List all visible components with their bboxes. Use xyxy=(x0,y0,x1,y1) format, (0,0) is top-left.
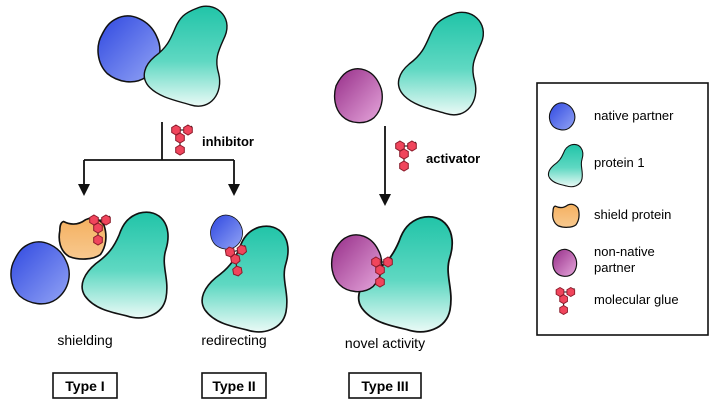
legend-item-shield-protein: shield protein xyxy=(552,203,671,228)
activator-label: activator xyxy=(426,151,480,166)
type-2-description: redirecting xyxy=(201,332,266,348)
type-3-complex xyxy=(330,215,454,333)
legend-label-native-partner: native partner xyxy=(594,108,674,123)
legend-label-non-native-line2: partner xyxy=(594,260,636,275)
legend-item-molecular-glue: molecular glue xyxy=(555,286,679,316)
non-native-partner-shape xyxy=(333,68,383,124)
type-3-description: novel activity xyxy=(345,335,425,351)
type-1-badge-label: Type I xyxy=(65,378,104,394)
type-2-badge-label: Type II xyxy=(212,378,255,394)
non-native-pair-top xyxy=(333,11,485,124)
native-partner-shape xyxy=(210,214,243,250)
inhibitor-label: inhibitor xyxy=(202,134,254,149)
non-native-partner-icon xyxy=(552,248,578,277)
legend: native partner protein 1 shield protein … xyxy=(536,82,709,336)
protein-1-shape xyxy=(143,5,228,107)
type-2-badge: Type II xyxy=(201,372,267,399)
legend-label-protein-1: protein 1 xyxy=(594,155,645,170)
type-2-complex xyxy=(201,214,289,333)
type-1-complex xyxy=(10,211,169,319)
type-1-description: shielding xyxy=(57,332,112,348)
shield-protein-icon xyxy=(552,203,580,228)
legend-item-non-native-partner: non-native partner xyxy=(552,244,655,277)
legend-label-molecular-glue: molecular glue xyxy=(594,292,679,307)
native-partner-icon xyxy=(548,102,576,131)
legend-label-non-native-line1: non-native xyxy=(594,244,655,259)
type-3-badge-label: Type III xyxy=(361,378,408,394)
legend-item-native-partner: native partner xyxy=(548,102,674,131)
type-1-badge: Type I xyxy=(52,372,118,399)
native-partner-shape xyxy=(10,241,70,305)
inhibitor-arrow-tree xyxy=(78,122,240,196)
activator-arrow xyxy=(379,126,391,206)
molecular-glue-icon xyxy=(171,124,193,156)
native-complex-top xyxy=(97,5,228,107)
legend-item-protein-1: protein 1 xyxy=(547,143,645,188)
molecular-glue-icon xyxy=(395,140,417,172)
protein-1-shape xyxy=(397,11,485,116)
type-3-badge: Type III xyxy=(348,372,422,399)
legend-label-shield-protein: shield protein xyxy=(594,207,671,222)
